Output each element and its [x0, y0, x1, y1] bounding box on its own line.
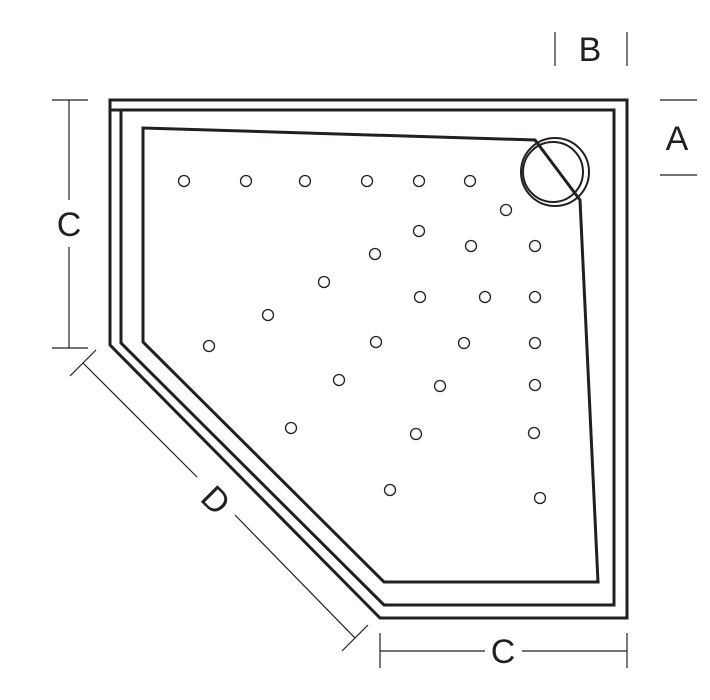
anti-slip-dot — [528, 290, 542, 304]
label-c-bottom: C — [491, 633, 516, 671]
anti-slip-dot — [478, 290, 492, 304]
anti-slip-dot — [368, 247, 382, 261]
label-b: B — [579, 31, 602, 69]
dim-d-lower-line — [234, 514, 356, 639]
anti-slip-dot — [412, 174, 426, 188]
label-a: A — [666, 120, 689, 158]
anti-slip-dot — [298, 174, 312, 188]
anti-slip-dot — [360, 174, 374, 188]
tray-basin-outline — [141, 126, 600, 584]
drain-outer-circle — [520, 137, 590, 207]
anti-slip-dot — [284, 421, 298, 435]
drain-inner-circle — [522, 141, 584, 203]
anti-slip-dot — [369, 335, 383, 349]
anti-slip-dot — [413, 290, 427, 304]
tray-outer-outline — [108, 98, 629, 620]
anti-slip-dot — [317, 275, 331, 289]
anti-slip-dot — [202, 339, 216, 353]
anti-slip-dot — [239, 174, 253, 188]
anti-slip-dot — [412, 224, 426, 238]
anti-slip-dot — [261, 308, 275, 322]
dim-d-upper-line — [82, 362, 198, 478]
anti-slip-dot — [177, 174, 191, 188]
anti-slip-dot — [457, 336, 471, 350]
anti-slip-dot — [464, 239, 478, 253]
anti-slip-dot — [528, 378, 542, 392]
label-d: D — [193, 479, 237, 523]
anti-slip-dot — [527, 426, 541, 440]
anti-slip-dot — [409, 427, 423, 441]
anti-slip-dot — [433, 379, 447, 393]
anti-slip-dot — [528, 336, 542, 350]
anti-slip-dot — [533, 491, 547, 505]
anti-slip-dot — [463, 174, 477, 188]
anti-slip-dot — [383, 483, 397, 497]
tray-rim-line — [110, 108, 616, 607]
anti-slip-dot — [528, 239, 542, 253]
label-c-left: C — [57, 206, 82, 244]
anti-slip-dot — [499, 203, 513, 217]
anti-slip-dots — [177, 174, 547, 505]
anti-slip-dot — [332, 373, 346, 387]
